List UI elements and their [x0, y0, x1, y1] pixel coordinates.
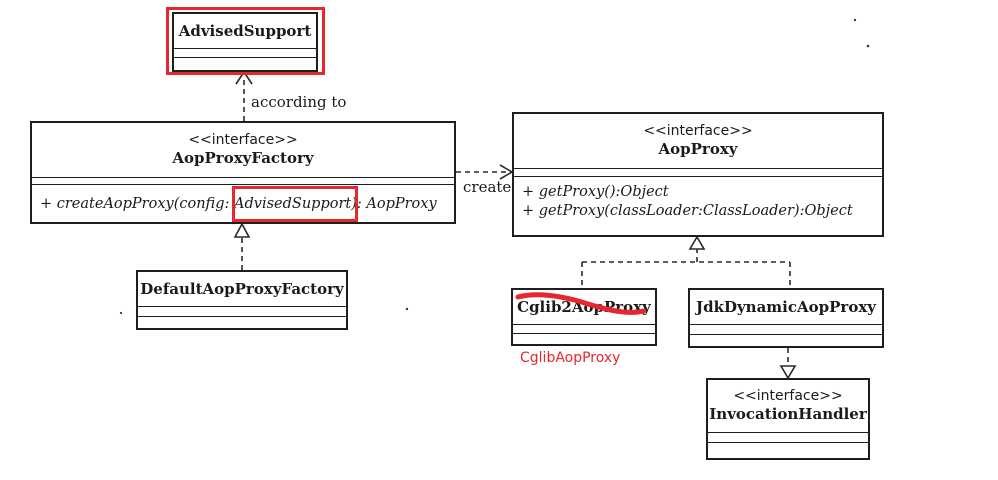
triangle-aop-proxy	[688, 235, 706, 250]
triangle-invocation-handler	[779, 365, 797, 380]
highlight-param-advised-support	[232, 186, 358, 222]
methods-section	[513, 334, 655, 344]
class-cglib2-aop-proxy: Cglib2AopProxy	[511, 288, 657, 346]
methods-section: + getProxy():Object + getProxy(classLoad…	[514, 177, 882, 235]
label-according-to: according to	[251, 93, 347, 111]
methods-section	[138, 317, 346, 328]
attributes-section	[32, 178, 454, 185]
attributes-section	[690, 325, 882, 335]
interface-invocation-handler: <<interface>> InvocationHandler	[706, 378, 870, 460]
methods-section: + createAopProxy(config: AdvisedSupport)…	[32, 185, 454, 222]
label-create: create	[463, 178, 512, 196]
stereotype-label: <<interface>>	[733, 388, 843, 404]
attributes-section	[138, 307, 346, 317]
attributes-section	[513, 325, 655, 334]
class-name: AopProxyFactory	[172, 149, 314, 167]
class-name: InvocationHandler	[709, 405, 867, 423]
class-default-aop-proxy-factory: DefaultAopProxyFactory	[136, 270, 348, 330]
interface-aop-proxy-factory: <<interface>> AopProxyFactory + createAo…	[30, 121, 456, 224]
class-advised-support: AdvisedSupport	[172, 12, 318, 72]
attributes-section	[514, 169, 882, 177]
class-name: DefaultAopProxyFactory	[140, 279, 344, 298]
class-name: AdvisedSupport	[178, 21, 312, 40]
method-create-aop-proxy: + createAopProxy(config: AdvisedSupport)…	[40, 196, 437, 212]
methods-section	[690, 335, 882, 346]
strikethrough-scribble	[515, 292, 647, 315]
attributes-section	[174, 49, 316, 58]
class-jdk-dynamic-aop-proxy: JdkDynamicAopProxy	[688, 288, 884, 348]
class-name: AopProxy	[658, 140, 738, 158]
highlight-advised-support	[166, 7, 325, 75]
stereotype-label: <<interface>>	[188, 132, 298, 148]
param-type-advised-support: AdvisedSupport	[234, 196, 352, 212]
method-get-proxy-classloader: + getProxy(classLoader:ClassLoader):Obje…	[522, 203, 853, 219]
note-cglib-aop-proxy: CglibAopProxy	[520, 350, 621, 366]
attributes-section	[708, 433, 868, 443]
method-get-proxy: + getProxy():Object	[522, 184, 669, 200]
interface-aop-proxy: <<interface>> AopProxy + getProxy():Obje…	[512, 112, 884, 237]
methods-section	[708, 443, 868, 458]
triangle-aop-proxy-factory	[233, 222, 251, 238]
stereotype-label: <<interface>>	[643, 123, 753, 139]
class-name: JdkDynamicAopProxy	[695, 297, 876, 316]
